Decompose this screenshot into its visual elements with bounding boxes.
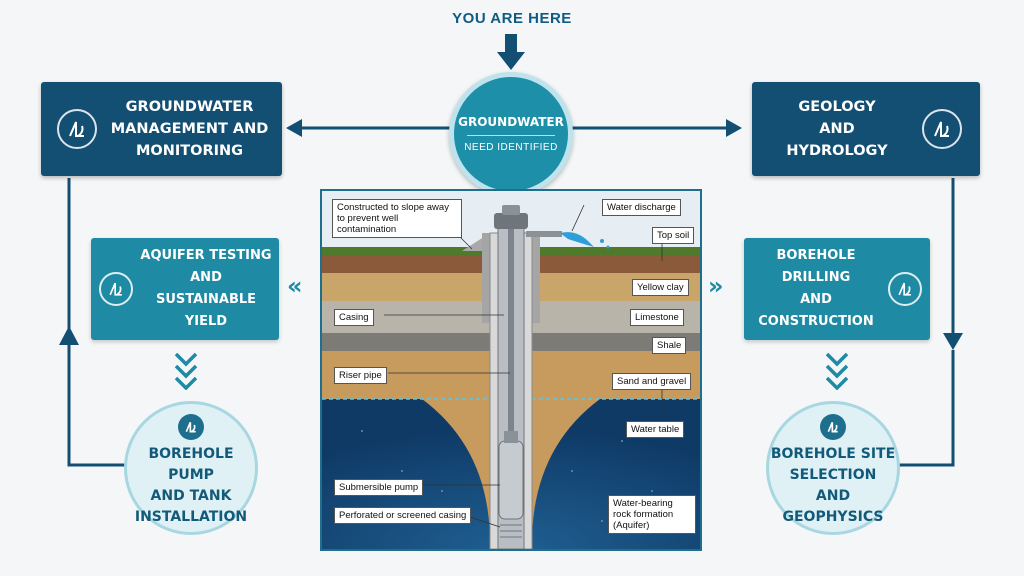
sand-gravel-callout: Sand and gravel (612, 373, 692, 390)
pump-line3: INSTALLATION (134, 509, 248, 525)
geology-hydrology-box[interactable]: GEOLOGY AND HYDROLOGY (752, 82, 980, 176)
water-discharge-callout: Water discharge (602, 199, 681, 216)
site-selection-node[interactable]: BOREHOLE SITE SELECTION AND GEOPHYSICS (766, 401, 900, 535)
chevron-down-icon (172, 350, 200, 394)
water-table-callout: Water table (626, 421, 685, 438)
aquifer-line1: AQUIFER TESTING AND (140, 248, 272, 285)
geology-line1: GEOLOGY (798, 99, 876, 115)
borehole-drilling-box[interactable]: BOREHOLE DRILLING AND CONSTRUCTION (744, 238, 930, 340)
rl-monogram-icon (178, 414, 204, 440)
arrow-down-icon (497, 34, 525, 70)
you-are-here-label: YOU ARE HERE (452, 10, 572, 27)
rl-monogram-icon (888, 272, 922, 306)
management-line1: GROUNDWATER (125, 99, 254, 115)
pump-line1: BOREHOLE PUMP (148, 446, 234, 483)
drilling-line1: BOREHOLE DRILLING (776, 248, 856, 285)
aquifer-callout: Water-bearing rock formation (Aquifer) (608, 495, 696, 534)
slope-callout: Constructed to slope away to prevent wel… (332, 199, 462, 238)
geology-line3: HYDROLOGY (786, 143, 888, 159)
top-soil-callout: Top soil (652, 227, 695, 244)
site-line3: AND GEOPHYSICS (782, 488, 884, 525)
well-cross-section: Constructed to slope away to prevent wel… (320, 189, 702, 551)
yellow-clay-callout: Yellow clay (632, 279, 689, 296)
submersible-pump-callout: Submersible pump (334, 479, 424, 496)
rl-monogram-icon (99, 272, 133, 306)
chevron-double-icon: « (287, 272, 303, 300)
groundwater-management-box[interactable]: GROUNDWATER MANAGEMENT AND MONITORING (41, 82, 282, 176)
site-line2: SELECTION (789, 467, 877, 483)
riser-pipe-callout: Riser pipe (334, 367, 387, 384)
rl-monogram-icon (57, 109, 97, 149)
chevron-down-icon (823, 350, 851, 394)
management-line3: MONITORING (135, 143, 244, 159)
chevron-double-icon: » (708, 272, 724, 300)
limestone-callout: Limestone (630, 309, 684, 326)
site-line1: BOREHOLE SITE (770, 446, 896, 462)
perforated-casing-callout: Perforated or screened casing (334, 507, 472, 524)
drilling-line2: AND CONSTRUCTION (758, 292, 874, 329)
center-node-title: GROUNDWATER (458, 115, 564, 129)
pump-line2: AND TANK (150, 488, 232, 504)
shale-callout: Shale (652, 337, 687, 354)
rl-monogram-icon (820, 414, 846, 440)
casing-callout: Casing (334, 309, 374, 326)
aquifer-line2: SUSTAINABLE YIELD (155, 292, 257, 329)
management-line2: MANAGEMENT AND (110, 121, 269, 137)
rl-monogram-icon (922, 109, 962, 149)
center-node-subtitle: NEED IDENTIFIED (464, 142, 558, 153)
groundwater-need-node[interactable]: GROUNDWATER NEED IDENTIFIED (449, 72, 573, 196)
geology-line2: AND (819, 121, 855, 137)
aquifer-testing-box[interactable]: AQUIFER TESTING AND SUSTAINABLE YIELD (91, 238, 279, 340)
borehole-pump-node[interactable]: BOREHOLE PUMP AND TANK INSTALLATION (124, 401, 258, 535)
